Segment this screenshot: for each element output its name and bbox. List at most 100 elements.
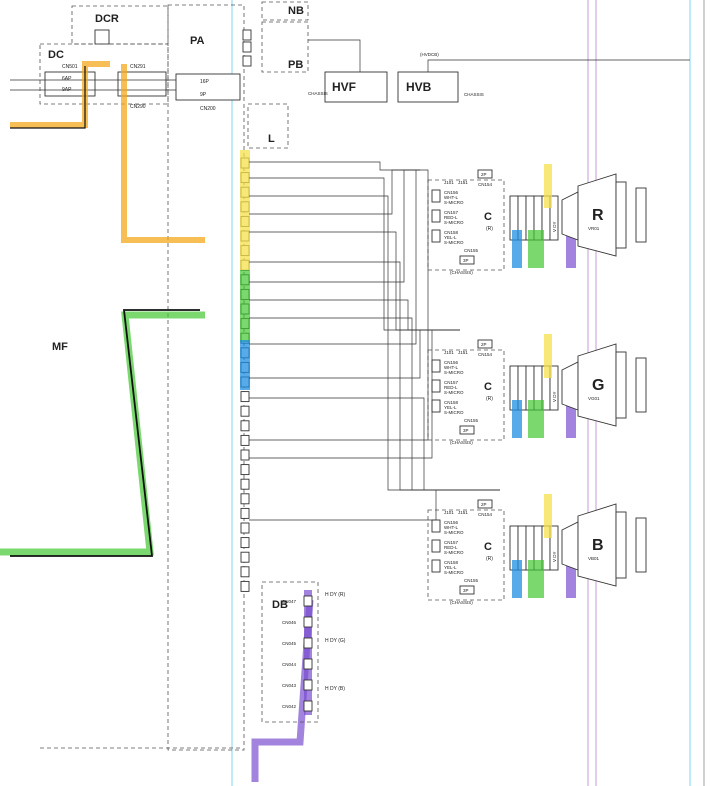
crt-bulb <box>577 503 617 587</box>
c-board-sub: (R) <box>486 556 493 562</box>
dcr-board <box>71 5 169 45</box>
pb-connector-3 <box>242 55 252 67</box>
cn200-label: CN200 <box>200 106 216 112</box>
j101-label: J101 <box>444 180 454 185</box>
db-connector-label: CN042 <box>282 704 297 709</box>
cn154-label: CN154 <box>478 512 493 517</box>
pb-connector-1 <box>242 29 252 41</box>
crt-face <box>615 511 627 579</box>
pa-connector <box>240 580 250 592</box>
wiring <box>249 161 500 521</box>
chassis-label: (CHASSIS) <box>450 600 473 605</box>
db-hdy-label-2: H DY (G) <box>325 638 346 644</box>
black-trace-orange <box>10 66 86 129</box>
wire <box>249 161 420 171</box>
p6a-label-1: 6AP <box>62 76 72 82</box>
dcr-label: DCR <box>95 13 119 25</box>
purple-trace-db <box>251 599 314 782</box>
c-connector <box>431 539 441 553</box>
hvdcb-label: (HVDCB) <box>420 52 439 57</box>
orange-trace-mid <box>121 64 205 243</box>
j151-label: J151 <box>458 350 468 355</box>
green-highlight <box>528 560 544 598</box>
yellow-highlight-pa <box>240 150 250 270</box>
hvf-chassis: CHASSIS <box>308 91 328 96</box>
wire <box>249 169 420 283</box>
db-connector-label: CN046 <box>282 620 297 625</box>
c-connector-color: YEL-L <box>444 235 457 240</box>
wire <box>249 261 500 491</box>
pa-connector <box>240 391 250 403</box>
c-connector-type: S-MICRO <box>444 530 464 535</box>
chassis-label: (CHASSIS) <box>450 270 473 275</box>
crt-strip-pin <box>549 525 559 571</box>
hvf-label: HVF <box>332 80 356 94</box>
vdy-label: V DY <box>552 551 557 562</box>
c-connector-type: S-MICRO <box>444 240 464 245</box>
db-connector-label: CN044 <box>282 662 297 667</box>
hvb-feed <box>427 59 690 72</box>
cn155-label: CN155 <box>464 578 479 583</box>
pa-label: PA <box>190 35 205 47</box>
j101-label: J101 <box>444 510 454 515</box>
purple-highlight <box>566 406 576 438</box>
crt-face <box>615 181 627 249</box>
pa-connector <box>240 551 250 563</box>
green-highlight-pa <box>240 270 250 342</box>
crt-screen <box>635 187 647 243</box>
c-connector-label: CN156 <box>444 360 459 365</box>
pin-2p-box <box>477 339 493 349</box>
crt-bulb <box>577 173 617 257</box>
c-connector-type: S-MICRO <box>444 390 464 395</box>
crt-code: VG01 <box>588 396 600 401</box>
c-connector-type: S-MICRO <box>444 200 464 205</box>
cn290-label: CN290 <box>130 104 146 110</box>
green-highlight <box>528 230 544 268</box>
c-connector-type: S-MICRO <box>444 370 464 375</box>
c-board-label: C <box>484 541 492 553</box>
c-connector <box>431 379 441 393</box>
c-board-sub: (R) <box>486 396 493 402</box>
c-connector-label: CN158 <box>444 560 459 565</box>
pa-connector <box>240 420 250 432</box>
crt-code: VB01 <box>588 556 600 561</box>
pin-2p-box <box>477 169 493 179</box>
p16-label: 16P <box>200 79 210 85</box>
c-board <box>427 509 505 601</box>
pin-3p-box <box>459 585 475 595</box>
l-label: L <box>268 133 275 145</box>
mf-label: MF <box>52 341 68 353</box>
pa-connector <box>240 449 250 461</box>
pin-3p-label: 3P <box>463 588 469 593</box>
db-hdy-label-3: H DY (B) <box>325 686 345 692</box>
c-board-label: C <box>484 211 492 223</box>
purple-highlight <box>566 236 576 268</box>
wire <box>249 169 429 441</box>
crt-screen <box>635 517 647 573</box>
pin-3p-label: 3P <box>463 258 469 263</box>
pa-connector <box>240 464 250 476</box>
hvb-label: HVB <box>406 80 432 94</box>
c-connector-label: CN156 <box>444 190 459 195</box>
crt-letter: G <box>592 377 604 394</box>
crt-neck <box>561 361 579 411</box>
c-connector-color: WHT-L <box>444 195 458 200</box>
c-connector <box>431 559 441 573</box>
c-connector-color: WHT-L <box>444 365 458 370</box>
hvb-block <box>397 71 459 103</box>
pa-connector <box>240 522 250 534</box>
vdy-label: V DY <box>552 391 557 402</box>
c-connector-type: S-MICRO <box>444 410 464 415</box>
c-connector-color: YEL-L <box>444 405 457 410</box>
c-connector-label: CN156 <box>444 520 459 525</box>
crt-neck <box>561 521 579 571</box>
c-connector-color: RED-L <box>444 545 458 550</box>
pa-connector <box>240 566 250 578</box>
cn155-label: CN155 <box>464 248 479 253</box>
db-board <box>261 581 319 723</box>
blue-highlight <box>512 560 522 598</box>
db-connector-label: CN045 <box>282 641 297 646</box>
